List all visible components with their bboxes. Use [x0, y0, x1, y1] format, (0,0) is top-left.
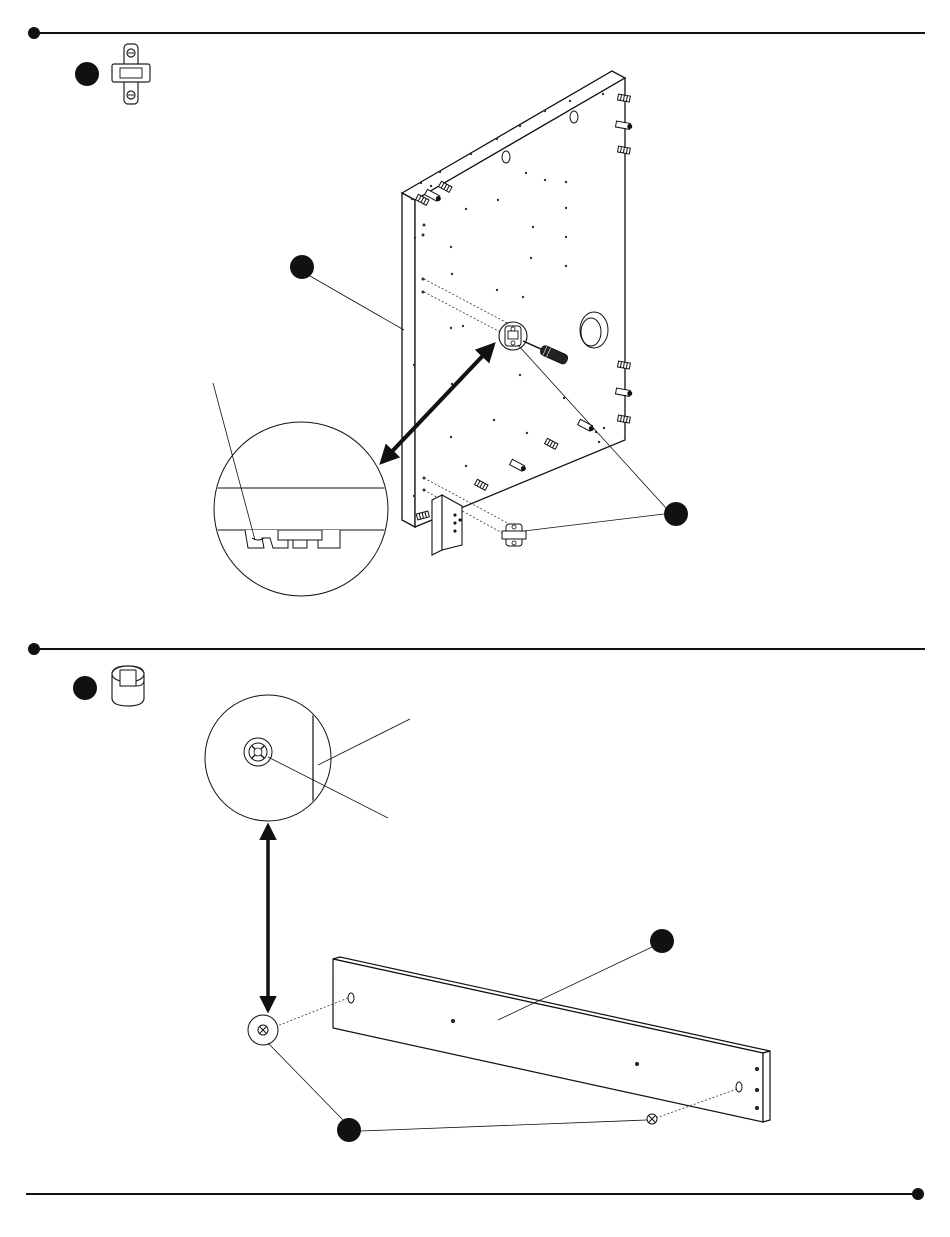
callout-hinge-leader-lower	[524, 514, 664, 531]
cam-lock-icon	[112, 666, 144, 706]
step-1-divider	[28, 27, 925, 39]
side-panel	[402, 71, 625, 527]
hinge-plate-icon	[112, 44, 150, 104]
callout-panel-leader	[310, 276, 404, 330]
callout-cam-leader-right	[361, 1120, 647, 1131]
hinge-plate-upper	[499, 322, 527, 350]
divider-endpoint-dot	[912, 1188, 924, 1200]
cam-lock-right	[647, 1114, 657, 1124]
callout-cam	[337, 1118, 361, 1142]
hinge-plate-lower	[502, 524, 526, 546]
detail-leader-2a	[318, 719, 410, 765]
panel-bottom-bracket	[432, 495, 462, 555]
bottom-divider	[26, 1188, 924, 1200]
cam-lock-left	[248, 1015, 278, 1045]
rail-board	[333, 957, 770, 1122]
callout-cam-leader-left	[268, 1043, 343, 1120]
step-2-divider	[28, 643, 925, 655]
step-2-badge	[73, 676, 97, 700]
callout-panel	[290, 255, 314, 279]
callout-hinge	[664, 502, 688, 526]
divider-endpoint-dot	[28, 643, 40, 655]
detail-view-cam	[205, 690, 331, 830]
step-1-badge	[75, 62, 99, 86]
callout-rail	[650, 929, 674, 953]
detail-view-hinge	[214, 422, 388, 596]
divider-endpoint-dot	[28, 27, 40, 39]
